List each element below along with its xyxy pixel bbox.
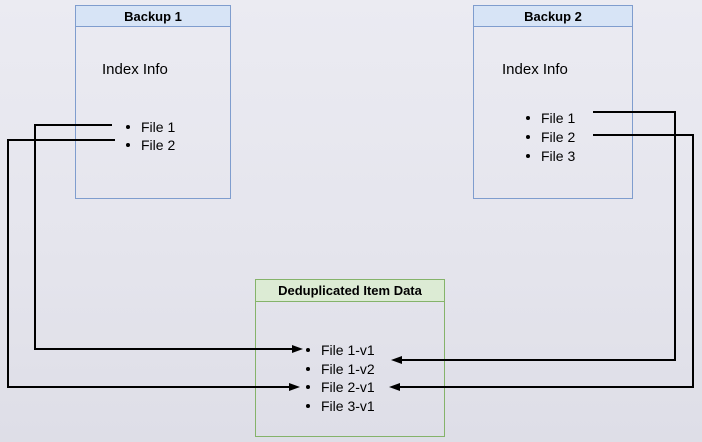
backup1-file-list: File 1 File 2 bbox=[126, 118, 175, 154]
list-item: File 2 bbox=[126, 136, 175, 154]
list-item: File 1-v2 bbox=[306, 360, 375, 379]
bullet-icon bbox=[306, 366, 310, 371]
bullet-icon bbox=[526, 115, 530, 120]
backup2-file3-label: File 3 bbox=[541, 147, 576, 164]
arrowhead-left-icon bbox=[389, 383, 400, 391]
dedup-file2-v1-label: File 2-v1 bbox=[321, 379, 375, 396]
backup2-file-list: File 1 File 2 File 3 bbox=[526, 108, 575, 165]
dedup-file1-v1-label: File 1-v1 bbox=[321, 342, 375, 359]
dedup-box: Deduplicated Item Data File 1-v1 File 1-… bbox=[255, 279, 445, 437]
backup2-index-info-label: Index Info bbox=[502, 61, 568, 78]
connector-backup1-file2 bbox=[7, 139, 9, 388]
arrowhead-right-icon bbox=[289, 383, 300, 391]
backup1-box-title: Backup 1 bbox=[76, 6, 230, 27]
list-item: File 2 bbox=[526, 127, 575, 146]
backup2-box: Backup 2 Index Info File 1 File 2 File 3 bbox=[473, 5, 633, 199]
bullet-icon bbox=[526, 153, 530, 158]
backup2-file1-label: File 1 bbox=[541, 109, 576, 126]
connector-backup1-file1 bbox=[34, 348, 292, 350]
list-item: File 1-v1 bbox=[306, 341, 375, 360]
list-item: File 3-v1 bbox=[306, 397, 375, 416]
bullet-icon bbox=[306, 385, 310, 390]
connector-backup2-file2 bbox=[400, 386, 694, 388]
connector-backup2-file2 bbox=[593, 134, 694, 136]
dedup-box-title: Deduplicated Item Data bbox=[256, 280, 444, 302]
backup1-box: Backup 1 Index Info File 1 File 2 bbox=[75, 5, 231, 199]
arrowhead-right-icon bbox=[292, 345, 303, 353]
dedup-item-list: File 1-v1 File 1-v2 File 2-v1 File 3-v1 bbox=[306, 341, 375, 415]
bullet-icon bbox=[306, 403, 310, 408]
connector-backup1-file1 bbox=[34, 124, 112, 126]
dedup-file3-v1-label: File 3-v1 bbox=[321, 397, 375, 414]
bullet-icon bbox=[306, 348, 310, 353]
list-item: File 3 bbox=[526, 146, 575, 165]
backup1-file2-label: File 2 bbox=[141, 137, 176, 153]
arrowhead-left-icon bbox=[391, 356, 402, 364]
bullet-icon bbox=[126, 125, 130, 129]
connector-backup1-file1 bbox=[34, 124, 36, 350]
backup2-box-title: Backup 2 bbox=[474, 6, 632, 27]
dedup-file1-v2-label: File 1-v2 bbox=[321, 360, 375, 377]
connector-backup2-file1 bbox=[402, 359, 676, 361]
connector-backup2-file2 bbox=[692, 134, 694, 388]
connector-backup2-file1 bbox=[674, 111, 676, 361]
list-item: File 2-v1 bbox=[306, 378, 375, 397]
connector-backup1-file2 bbox=[7, 386, 289, 388]
bullet-icon bbox=[526, 134, 530, 139]
connector-backup2-file1 bbox=[593, 111, 676, 113]
bullet-icon bbox=[126, 143, 130, 147]
backup1-file1-label: File 1 bbox=[141, 119, 176, 135]
list-item: File 1 bbox=[126, 118, 175, 136]
backup2-file2-label: File 2 bbox=[541, 128, 576, 145]
backup1-index-info-label: Index Info bbox=[102, 61, 168, 78]
connector-backup1-file2 bbox=[7, 139, 115, 141]
list-item: File 1 bbox=[526, 108, 575, 127]
